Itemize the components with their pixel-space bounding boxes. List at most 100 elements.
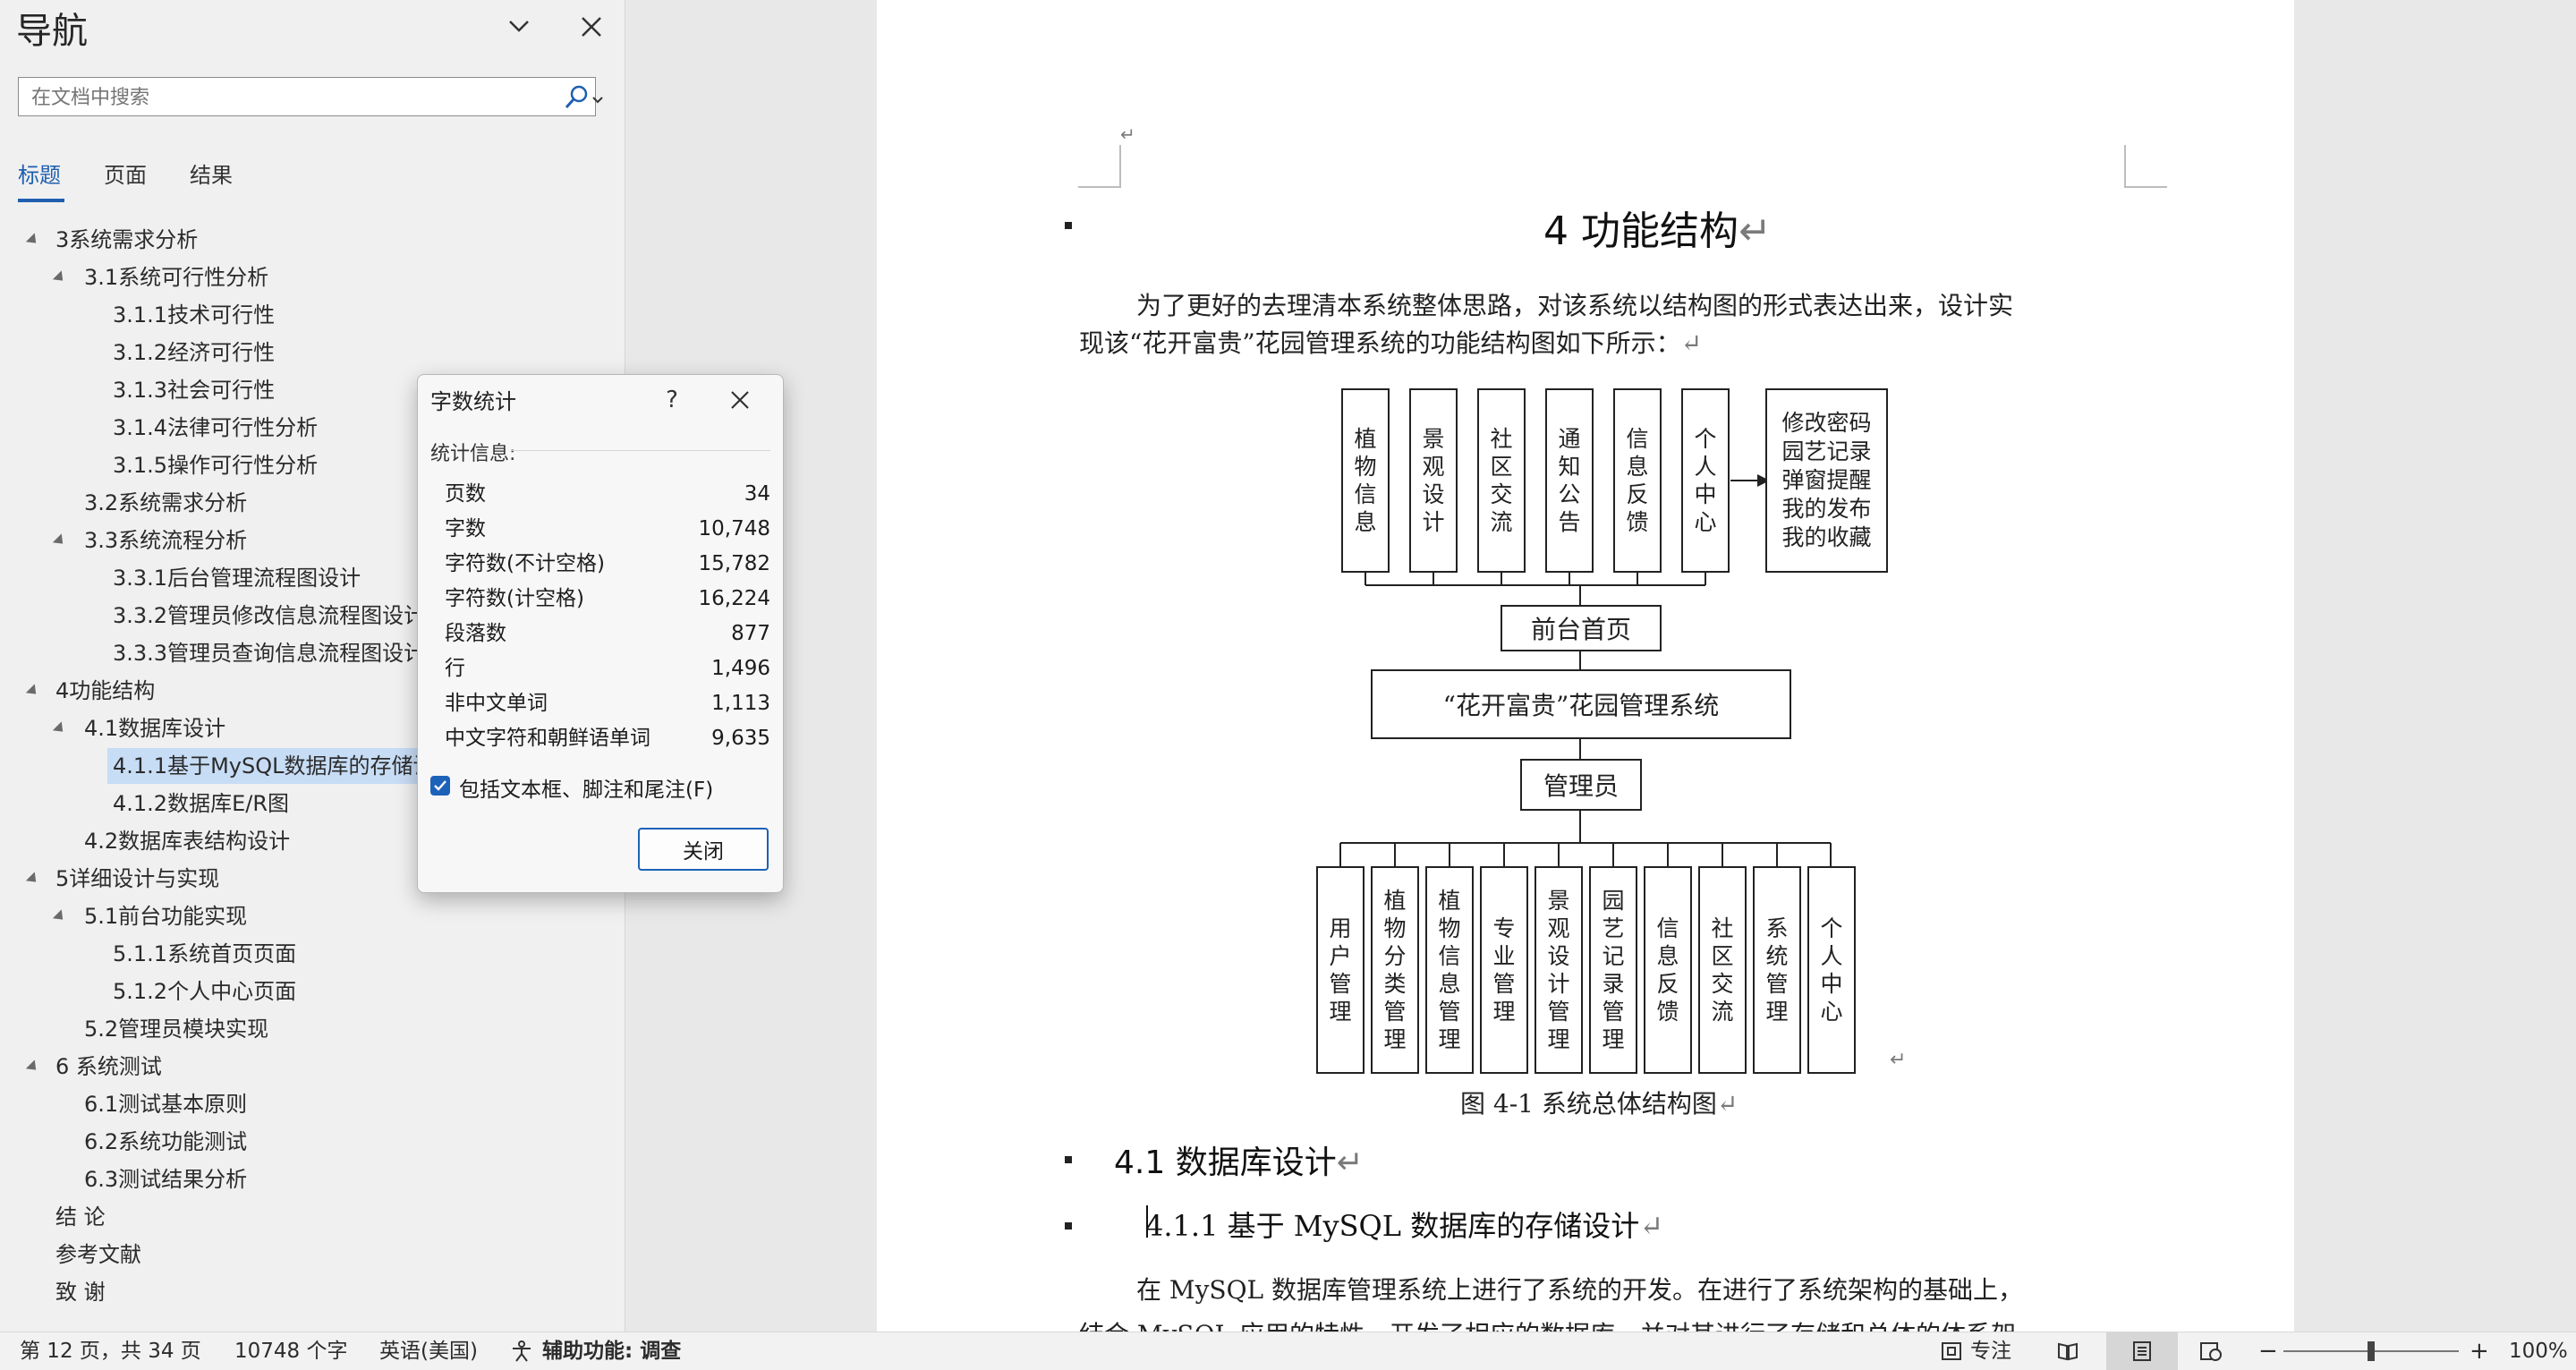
nav-heading-item[interactable]: 5.1.2个人中心页面 bbox=[113, 979, 297, 1004]
zoom-in-button[interactable]: + bbox=[2470, 1338, 2489, 1365]
collapse-triangle-icon[interactable] bbox=[25, 1059, 41, 1075]
nav-heading-item[interactable]: 致 谢 bbox=[55, 1280, 106, 1305]
chevron-down-icon[interactable] bbox=[501, 9, 537, 45]
nav-heading-item[interactable]: 3.3.2管理员修改信息流程图设计 bbox=[113, 603, 426, 628]
web-layout-icon[interactable] bbox=[2199, 1340, 2223, 1362]
admin-module-landscape: 景观设计管理 bbox=[1535, 866, 1583, 1074]
collapse-triangle-icon[interactable] bbox=[52, 270, 68, 285]
body-line-1[interactable]: 在 MySQL 数据库管理系统上进行了系统的开发。在进行了系统架构的基础上， bbox=[1136, 1275, 2024, 1305]
module-plant-info: 植物信息 bbox=[1341, 388, 1390, 573]
nav-heading-item[interactable]: 4功能结构 bbox=[55, 678, 156, 703]
accessibility-status[interactable]: 辅助功能: 调查 bbox=[542, 1340, 682, 1363]
nav-heading-item[interactable]: 5.1.1系统首页页面 bbox=[113, 941, 297, 966]
nav-search-box[interactable] bbox=[18, 77, 603, 116]
admin-module-community: 社区交流 bbox=[1698, 866, 1747, 1074]
heading-2[interactable]: 4.1 数据库设计↵ bbox=[1114, 1145, 1364, 1181]
nav-heading-item[interactable]: 3.1.1技术可行性 bbox=[113, 302, 276, 328]
admin-module-specialty: 专业管理 bbox=[1480, 866, 1528, 1074]
nav-heading-item[interactable]: 3.1系统可行性分析 bbox=[84, 265, 269, 290]
include-textboxes-checkbox[interactable] bbox=[430, 776, 450, 796]
crop-mark-right bbox=[2124, 145, 2167, 188]
nav-heading-item[interactable]: 6 系统测试 bbox=[55, 1054, 162, 1079]
intro-line-2[interactable]: 现该“花开富贵”花园管理系统的功能结构图如下所示：↵ bbox=[1079, 328, 1703, 358]
nav-heading-item[interactable]: 参考文献 bbox=[55, 1242, 141, 1267]
page-count[interactable]: 第 12 页，共 34 页 bbox=[20, 1340, 201, 1363]
nav-heading-item[interactable]: 3.2系统需求分析 bbox=[84, 490, 248, 515]
status-bar: 第 12 页，共 34 页 10748 个字 英语(美国) 辅助功能: 调查 专… bbox=[0, 1332, 2576, 1370]
tab-results[interactable]: 结果 bbox=[190, 163, 233, 188]
nav-heading-item[interactable]: 3系统需求分析 bbox=[55, 227, 199, 252]
word-count[interactable]: 10748 个字 bbox=[234, 1340, 348, 1363]
heading3-bullet bbox=[1065, 1222, 1072, 1230]
nav-heading-item[interactable]: 4.2数据库表结构设计 bbox=[84, 829, 291, 854]
nav-heading-item[interactable]: 4.1.2数据库E/R图 bbox=[113, 791, 289, 816]
front-page-box: 前台首页 bbox=[1501, 605, 1662, 651]
heading-1[interactable]: 4 功能结构↵ bbox=[1543, 208, 1772, 254]
focus-mode-label[interactable]: 专注 bbox=[1970, 1340, 2011, 1363]
document-page[interactable]: ↵ 4 功能结构↵ 为了更好的去理清本系统整体思路，对该系统以结构图的形式表达出… bbox=[877, 0, 2294, 1349]
nav-heading-item[interactable]: 3.1.4法律可行性分析 bbox=[113, 415, 319, 440]
admin-module-user: 用户管理 bbox=[1316, 866, 1365, 1074]
zoom-out-button[interactable]: − bbox=[2258, 1338, 2278, 1365]
admin-module-feedback: 信息反馈 bbox=[1644, 866, 1692, 1074]
close-button[interactable]: 关闭 bbox=[638, 828, 769, 871]
module-landscape-design: 景观设计 bbox=[1409, 388, 1458, 573]
language[interactable]: 英语(美国) bbox=[379, 1340, 478, 1363]
zoom-level[interactable]: 100% bbox=[2509, 1340, 2568, 1363]
tab-pages[interactable]: 页面 bbox=[104, 163, 147, 188]
admin-module-garden-record: 园艺记录管理 bbox=[1589, 866, 1637, 1074]
heading-3[interactable]: 4.1.1 基于 MySQL 数据库的存储设计↵ bbox=[1145, 1209, 1664, 1243]
collapse-triangle-icon[interactable] bbox=[25, 233, 41, 248]
nav-heading-item[interactable]: 4.1数据库设计 bbox=[84, 716, 226, 741]
nav-heading-item[interactable]: 3.1.5操作可行性分析 bbox=[113, 453, 319, 478]
nav-heading-item[interactable]: 3.3系统流程分析 bbox=[84, 528, 248, 553]
nav-heading-item[interactable]: 结 论 bbox=[55, 1204, 106, 1230]
diagram-paragraph-mark: ↵ bbox=[1890, 1049, 1907, 1071]
accessibility-icon[interactable] bbox=[510, 1340, 533, 1362]
search-icon[interactable] bbox=[563, 83, 590, 110]
zoom-slider-thumb[interactable] bbox=[2368, 1341, 2375, 1361]
nav-heading-item[interactable]: 3.3.1后台管理流程图设计 bbox=[113, 566, 361, 591]
include-textboxes-label[interactable]: 包括文本框、脚注和尾注(F) bbox=[459, 779, 714, 802]
paragraph-mark: ↵ bbox=[1120, 123, 1135, 145]
nav-heading-item[interactable]: 6.3测试结果分析 bbox=[84, 1167, 248, 1192]
stat-row: 字符数(不计空格)15,782 bbox=[445, 552, 770, 575]
nav-heading-item[interactable]: 6.1测试基本原则 bbox=[84, 1092, 248, 1117]
tab-headings[interactable]: 标题 bbox=[18, 163, 61, 188]
nav-title: 导航 bbox=[16, 11, 88, 52]
admin-module-system: 系统管理 bbox=[1753, 866, 1801, 1074]
collapse-triangle-icon[interactable] bbox=[25, 872, 41, 887]
collapse-triangle-icon[interactable] bbox=[52, 533, 68, 549]
collapse-triangle-icon[interactable] bbox=[52, 909, 68, 924]
close-icon bbox=[731, 391, 749, 409]
nav-heading-item[interactable]: 3.3.3管理员查询信息流程图设计 bbox=[113, 641, 426, 666]
collapse-triangle-icon[interactable] bbox=[52, 721, 68, 736]
module-personal-center: 个人中心 bbox=[1681, 388, 1730, 573]
group-divider bbox=[511, 450, 770, 451]
collapse-triangle-icon[interactable] bbox=[25, 684, 41, 699]
intro-line-1[interactable]: 为了更好的去理清本系统整体思路，对该系统以结构图的形式表达出来，设计实 bbox=[1136, 291, 2014, 320]
print-layout-icon[interactable] bbox=[2130, 1340, 2154, 1362]
dialog-close-button[interactable] bbox=[722, 382, 758, 418]
nav-heading-item[interactable]: 3.1.2经济可行性 bbox=[113, 340, 276, 365]
search-options-caret-icon[interactable] bbox=[591, 92, 604, 104]
search-input[interactable] bbox=[30, 83, 543, 112]
nav-heading-item[interactable]: 3.1.3社会可行性 bbox=[113, 378, 276, 403]
statistics-group-label: 统计信息: bbox=[430, 443, 516, 465]
figure-caption[interactable]: 图 4-1 系统总体结构图↵ bbox=[1460, 1089, 1739, 1119]
nav-heading-item[interactable]: 5.2管理员模块实现 bbox=[84, 1017, 269, 1042]
focus-icon[interactable] bbox=[1940, 1340, 1963, 1362]
nav-heading-item[interactable]: 5详细设计与实现 bbox=[55, 866, 220, 891]
nav-heading-item[interactable]: 5.1前台功能实现 bbox=[84, 904, 248, 929]
text-cursor bbox=[1146, 1205, 1148, 1238]
close-icon[interactable] bbox=[573, 7, 608, 43]
crop-mark-left bbox=[1078, 145, 1121, 188]
help-button[interactable]: ? bbox=[666, 387, 678, 413]
nav-heading-item[interactable]: 6.2系统功能测试 bbox=[84, 1129, 248, 1154]
nav-heading-item[interactable]: 4.1.1基于MySQL数据库的存储设计 bbox=[107, 748, 463, 784]
read-mode-icon[interactable] bbox=[2056, 1340, 2079, 1362]
